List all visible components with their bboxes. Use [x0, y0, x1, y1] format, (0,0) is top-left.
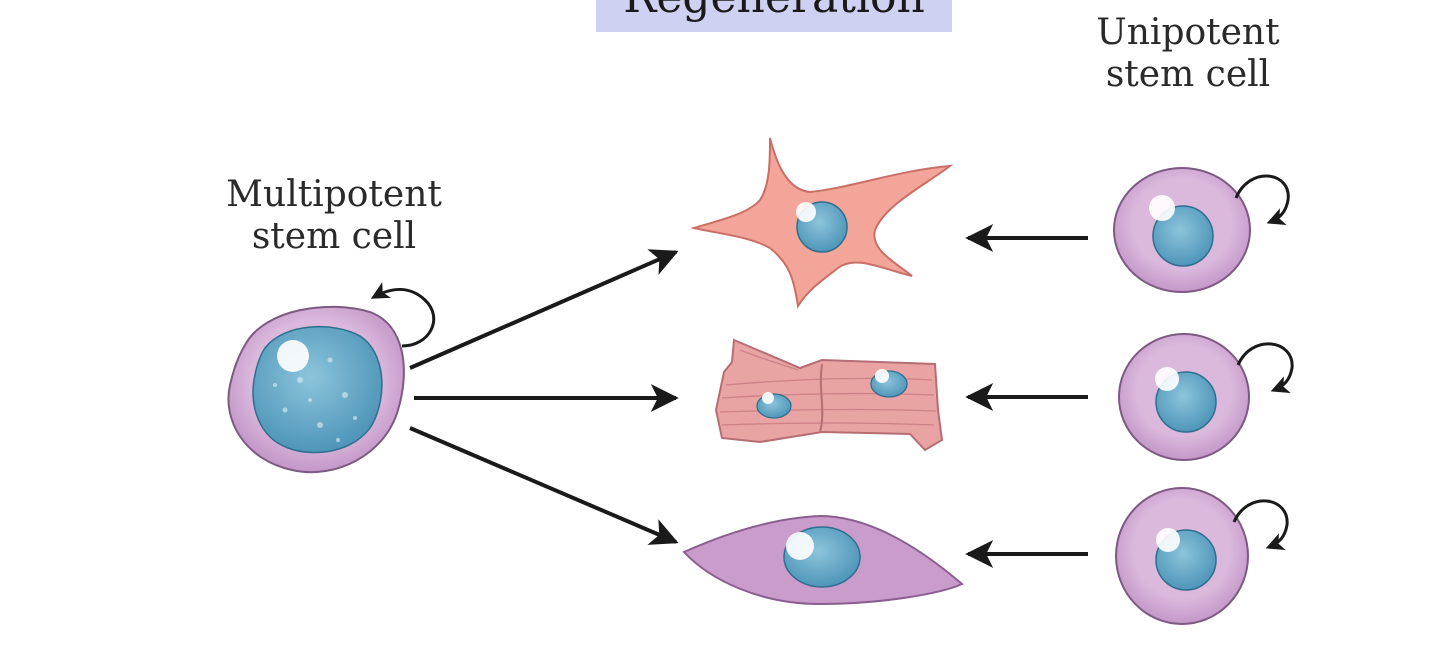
unipotent-stem-cell-top: [1113, 167, 1251, 293]
unipotent-stem-cell-middle: [1118, 333, 1250, 461]
self-renew-arrow-bottom: [1232, 499, 1289, 551]
self-renew-arrow-top: [1234, 174, 1290, 226]
unipotent-stem-cell-bottom: [1115, 487, 1249, 625]
self-renew-arrow-multipotent: [370, 282, 436, 348]
arrow-to-star-cell: [409, 249, 679, 370]
muscle-cell: [714, 338, 944, 452]
title-highlight: Regeneration: [596, 0, 952, 32]
star-shaped-cell: [690, 137, 954, 309]
arrow-to-spindle-cell: [409, 426, 679, 545]
multipotent-stem-cell: [227, 305, 405, 474]
multipotent-label-line2: stem cell: [251, 216, 417, 257]
multipotent-label-line1: Multipotent: [226, 174, 442, 215]
unipotent-label-line1: Unipotent: [1096, 12, 1280, 53]
unipotent-label: Unipotent stem cell: [1064, 12, 1312, 96]
unipotent-label-line2: stem cell: [1105, 54, 1271, 95]
diagram-title: Regeneration: [596, 0, 952, 22]
multipotent-label: Multipotent stem cell: [200, 174, 468, 258]
spindle-cell: [682, 514, 964, 606]
self-renew-arrow-middle: [1236, 342, 1294, 394]
